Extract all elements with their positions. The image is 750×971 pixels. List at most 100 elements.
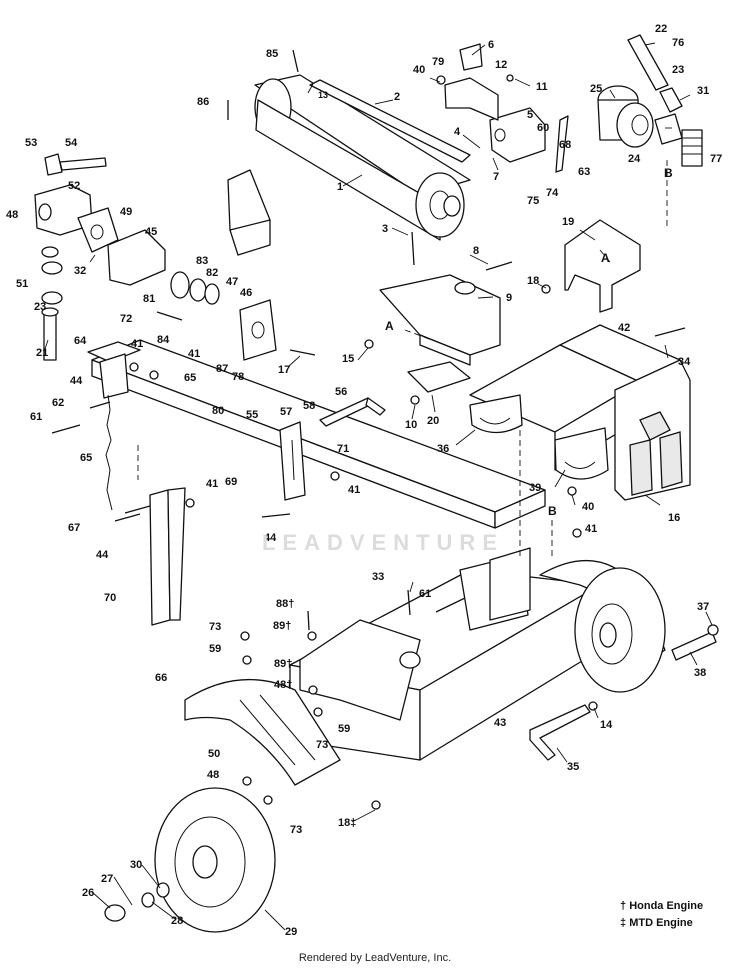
callout: 44 [96,549,109,561]
callout: 84 [157,334,170,346]
callout: 10 [405,419,417,431]
callout: 4 [454,126,461,138]
callouts: 1 2 3 4 5 6 7 8 9 10 11 12 13 14 15 16 1… [6,23,722,938]
jack-stand-70 [149,487,186,626]
plate-20 [407,361,471,393]
callout: 75 [527,195,539,207]
coupler-81-83 [170,271,220,305]
callout: 34 [678,356,691,368]
legend-item-mtd: ‡ MTD Engine [620,915,703,932]
fastener-dots [129,74,719,810]
callout: 27 [101,873,113,885]
hose-54 [44,153,107,176]
ref-letter-b: B [664,166,673,180]
callout: 74 [546,187,559,199]
callout: 60 [537,122,549,134]
callout: 78 [232,371,244,383]
callout: 33 [372,571,384,583]
callout: 35 [567,761,579,773]
callout: 48 [207,769,219,781]
callout: 88† [276,598,294,610]
callout: 73 [209,621,221,633]
callout: 32 [74,265,86,277]
callout: 18‡ [338,817,356,829]
lever-68 [555,115,569,173]
callout: 40 [582,501,594,513]
callout: 30 [130,859,142,871]
callout: 81 [143,293,155,305]
callout: 89† [273,620,291,632]
callout: 16 [668,512,680,524]
callout: 25 [590,83,602,95]
plate-57 [279,421,306,501]
callout: 43 [494,717,506,729]
callout: 58 [303,400,315,412]
handle-35 [529,704,591,761]
callout: 44 [70,375,83,387]
callout: 62 [52,397,64,409]
hose-76 [627,34,669,91]
bracket-40 [444,77,499,121]
callout: 53 [25,137,37,149]
engine-plate [299,619,421,721]
ref-letter-a: A [601,251,610,265]
callout: 2 [394,91,400,103]
fender-66 [184,679,341,786]
rod-2 [309,79,471,163]
hub-parts [104,882,170,922]
callout: 80 [212,405,224,417]
callout: 18 [527,275,539,287]
guard-45 [107,229,166,286]
tongue-64 [87,341,141,399]
valve-5 [489,107,546,163]
footer-credit: Rendered by LeadVenture, Inc. [298,952,452,964]
callout: 79 [432,56,444,68]
callout: 28 [171,915,183,927]
leader-lines [43,42,713,931]
callout: 13 [318,90,328,100]
callout: 67 [68,522,80,534]
callout: 17 [278,364,290,376]
callout: 59 [209,643,221,655]
legend-item-honda: † Honda Engine [620,898,703,915]
legend-text: Honda Engine [629,900,704,912]
callout: 45 [145,226,157,238]
callout: 42 [618,322,630,334]
callout: 41 [206,478,218,490]
callout: 73 [290,824,302,836]
spring-77 [681,129,703,167]
seal-51-23 [41,246,63,305]
callout: 46 [240,287,252,299]
callout: 70 [104,592,116,604]
callout: 56 [335,386,347,398]
callout: 57 [280,406,292,418]
fitting-21 [41,307,59,361]
callout: 41 [131,338,143,350]
callout: 48† [274,679,292,691]
callout: 66 [155,672,167,684]
cylinder-1 [254,74,471,241]
callout: 83 [196,255,208,267]
callout: 23 [672,64,684,76]
callout: 55 [246,409,258,421]
filter-25 [597,85,654,148]
callout: 41 [188,348,200,360]
ref-letter-b: B [548,504,557,518]
callout: 11 [536,81,548,93]
callout: 9 [506,292,512,304]
callout: 50 [208,748,220,760]
chain-65 [105,394,113,511]
callout: 52 [68,180,80,192]
callout: 31 [697,85,709,97]
callout: 73 [316,739,328,751]
callout: 38 [694,667,706,679]
ref-letter-a: A [385,319,394,333]
callout: 69 [225,476,237,488]
bolt-38 [671,631,717,661]
end-plate-16 [614,359,691,501]
callout: 23 [34,301,46,313]
callout: 65 [80,452,92,464]
callout: 68 [559,139,571,151]
callout: 64 [74,335,87,347]
